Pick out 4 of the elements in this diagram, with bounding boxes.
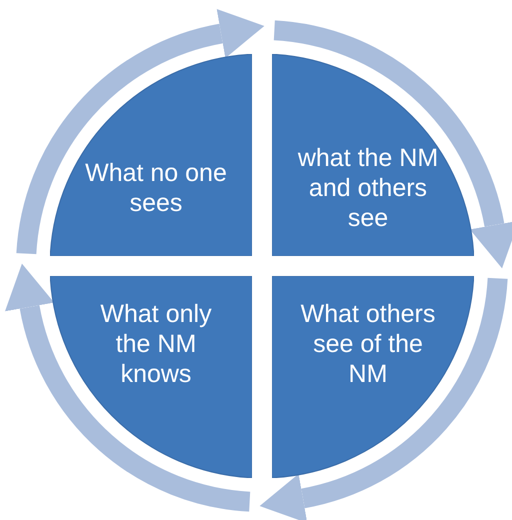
quadrant-label: What others see of the NM <box>300 299 436 389</box>
quadrant-label: What only the NM knows <box>99 299 213 389</box>
quadrant-label: what the NM and others see <box>296 143 440 233</box>
quadrant-label: What no one sees <box>84 158 228 218</box>
